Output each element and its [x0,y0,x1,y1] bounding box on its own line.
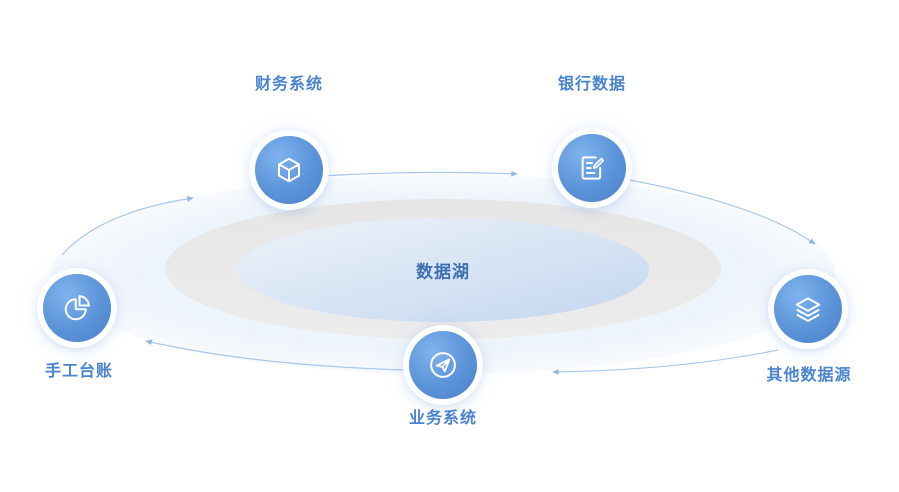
flow-arc-left-to-finance [61,196,194,256]
document-edit-icon [581,156,605,180]
node-label-bank: 银行数据 [557,74,627,93]
flow-arc-finance-to-bank [321,170,518,177]
node-bank-data[interactable] [558,134,626,202]
node-label-business: 业务系统 [408,408,478,427]
flow-arc-bank-to-other [629,179,816,245]
inner-lake [237,218,649,322]
layers-icon [795,297,821,322]
flow-arc-business-to-ledger [145,339,406,371]
cube-icon [278,157,300,183]
node-label-other: 其他数据源 [766,365,852,384]
node-label-ledger: 手工台账 [44,361,114,380]
node-other-sources[interactable] [774,275,842,343]
node-business-system[interactable] [409,331,477,399]
flow-arc-other-to-business [552,349,779,375]
pie-chart-icon [64,295,90,321]
send-icon [430,352,456,378]
node-label-finance: 财务系统 [254,74,324,93]
node-manual-ledger[interactable] [43,274,111,342]
node-finance-system[interactable] [255,136,323,204]
